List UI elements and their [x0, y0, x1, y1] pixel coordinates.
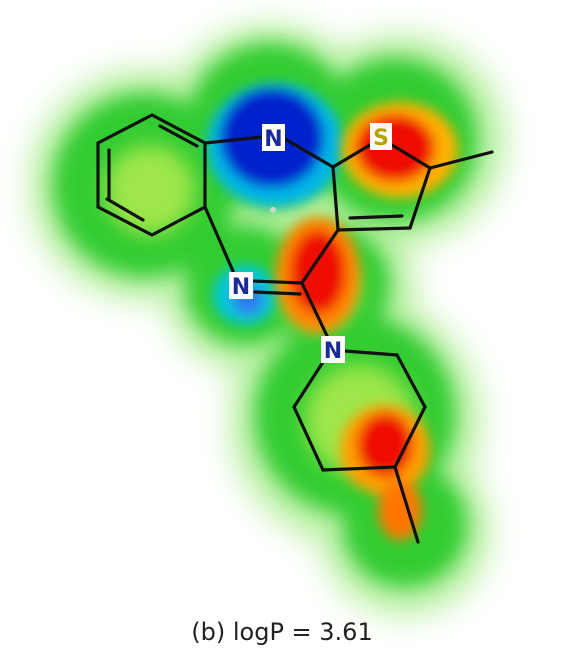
- ring-center-marker: [270, 207, 276, 213]
- svg-text:S: S: [373, 126, 389, 151]
- figure-caption: (b) logP = 3.61: [191, 618, 373, 646]
- atom-n3-label: N: [321, 336, 345, 364]
- svg-text:N: N: [232, 275, 250, 300]
- svg-text:N: N: [264, 127, 282, 152]
- molecule-bonds: [96, 113, 494, 544]
- atom-n2-label: N: [229, 272, 253, 300]
- svg-text:N: N: [324, 339, 342, 364]
- atom-s1-label: S: [370, 123, 392, 151]
- atom-n1-label: N: [262, 124, 285, 152]
